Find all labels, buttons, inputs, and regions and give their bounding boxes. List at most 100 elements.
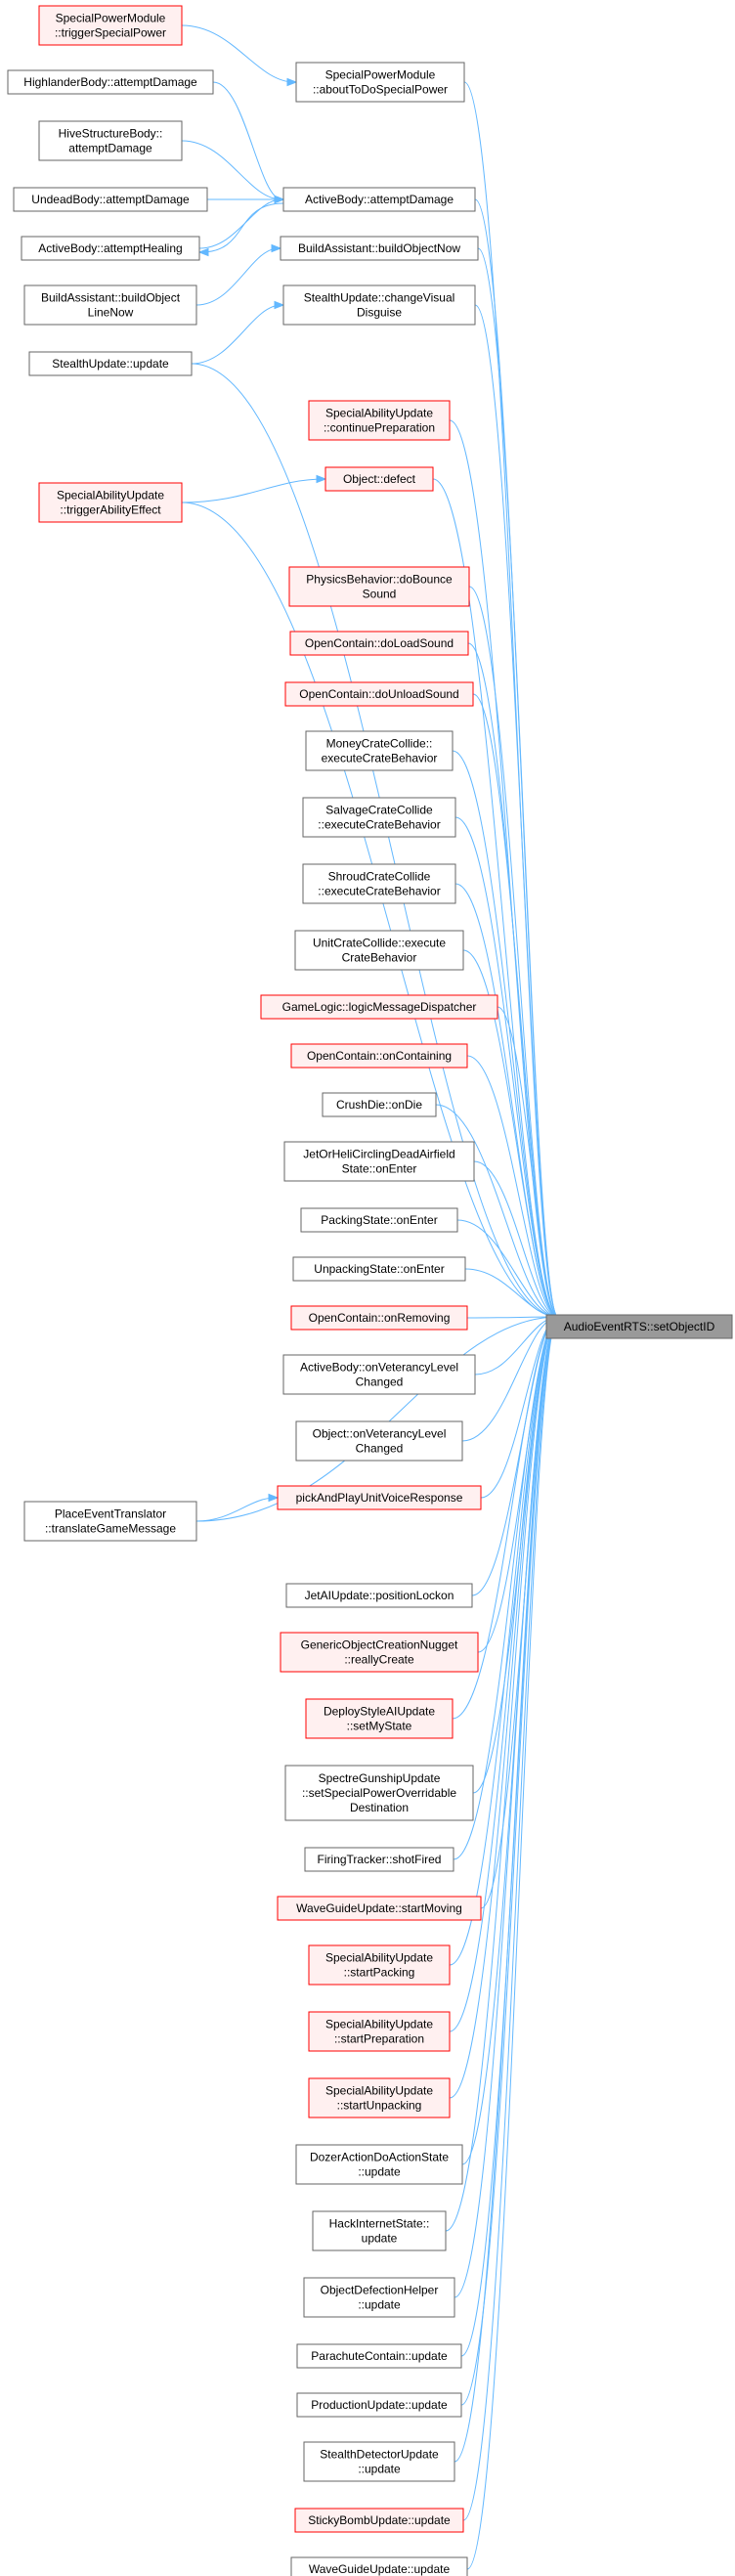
node-box [308,1944,451,1986]
node-label: SpecialAbilityUpdate [325,2018,433,2031]
node-label: UndeadBody::attemptDamage [31,193,190,206]
graph-node[interactable]: HighlanderBody::attemptDamage [7,69,214,95]
edge-line [195,1316,559,1522]
node-label: State::onEnter [342,1162,417,1176]
graph-node[interactable]: ParachuteContain::update [296,2343,462,2369]
node-label: BuildAssistant::buildObject [41,291,181,305]
graph-node[interactable]: GenericObjectCreationNugget::reallyCreat… [280,1632,479,1673]
graph-node[interactable]: SpecialAbilityUpdate::startPacking [308,1944,451,1986]
node-box [296,2392,462,2418]
node-label: ::startUnpacking [337,2099,422,2113]
graph-node[interactable]: WaveGuideUpdate::startMoving [277,1896,482,1921]
graph-node[interactable]: StealthUpdate::update [28,351,193,376]
node-label: ActiveBody::attemptHealing [38,241,182,255]
graph-node[interactable]: Object::defect [324,466,434,492]
node-box [285,1583,473,1608]
graph-node[interactable]: StealthDetectorUpdate::update [303,2441,455,2482]
node-label: JetOrHeliCirclingDeadAirfield [303,1148,454,1161]
focus-node[interactable]: AudioEventRTS::setObjectID [545,1314,733,1339]
node-box [294,930,464,971]
edge-line [181,140,282,200]
node-label: ObjectDefectionHelper [321,2284,439,2297]
graph-node[interactable]: SalvageCrateCollide::executeCrateBehavio… [302,797,456,838]
edge-oc_load-to-focus [467,642,562,1322]
edge-arrowhead [286,77,298,87]
graph-node[interactable]: SpecialPowerModule::triggerSpecialPower [38,5,183,46]
graph-node[interactable]: pickAndPlayUnitVoiceResponse [277,1485,482,1510]
edge-line [463,81,559,1318]
graph-node[interactable]: SpecialPowerModule::aboutToDoSpecialPowe… [295,62,465,103]
node-label: HackInternetState:: [329,2217,430,2231]
edge-line [449,1316,559,2099]
graph-node[interactable]: SpecialAbilityUpdate::startPreparation [308,2011,451,2052]
graph-node[interactable]: SpecialAbilityUpdate::startUnpacking [308,2077,451,2118]
graph-node[interactable]: FiringTracker::shotFired [304,1847,454,1872]
graph-node[interactable]: ProductionUpdate::update [296,2392,462,2418]
graph-node[interactable]: UnpackingState::onEnter [292,1256,466,1282]
edge-parachute-to-focus [460,1312,562,2357]
node-box [260,994,498,1020]
node-box [303,2277,455,2318]
graph-node[interactable]: ActiveBody::attemptDamage [282,187,476,212]
graph-node[interactable]: DeployStyleAIUpdate::setMyState [305,1698,454,1739]
edge-arrowhead [271,243,282,253]
graph-node[interactable]: SpectreGunshipUpdate::setSpecialPowerOve… [284,1765,474,1821]
graph-node[interactable]: UnitCrateCollide::executeCrateBehavior [294,930,464,971]
node-box [290,1043,468,1069]
edge-line [471,1316,559,1596]
node-label: WaveGuideUpdate::update [309,2562,451,2576]
node-label: SpecialAbilityUpdate [325,407,433,420]
edge-line [449,1316,559,2032]
graph-node[interactable]: PackingState::onEnter [300,1207,458,1233]
node-box [282,187,476,212]
node-label: OpenContain::onRemoving [309,1311,451,1325]
node-label: Changed [356,1375,404,1389]
node-label: DeployStyleAIUpdate [324,1705,435,1719]
node-label: pickAndPlayUnitVoiceResponse [296,1491,463,1505]
node-label: ::triggerSpecialPower [55,26,166,40]
graph-node[interactable]: OpenContain::onRemoving [290,1305,468,1331]
graph-node[interactable]: SpecialAbilityUpdate::continuePreparatio… [308,400,451,441]
graph-node[interactable]: PlaceEventTranslator::translateGameMessa… [23,1501,197,1542]
node-label: HighlanderBody::attemptDamage [23,75,197,89]
node-label: ::setMyState [347,1720,412,1733]
graph-node[interactable]: ObjectDefectionHelper::update [303,2277,455,2318]
graph-node[interactable]: OpenContain::doLoadSound [289,631,469,656]
graph-node[interactable]: JetAIUpdate::positionLockon [285,1583,473,1608]
graph-node[interactable]: HiveStructureBody::attemptDamage [38,120,183,161]
graph-node[interactable]: StickyBombUpdate::update [294,2508,464,2533]
graph-node[interactable]: MoneyCrateCollide::executeCrateBehavior [305,730,454,771]
node-label: StealthUpdate::update [52,357,169,371]
node-label: PackingState::onEnter [321,1213,437,1227]
graph-node[interactable]: HackInternetState::update [312,2210,447,2251]
graph-node[interactable]: WaveGuideUpdate::update [290,2556,468,2576]
graph-node[interactable]: OpenContain::doUnloadSound [284,681,474,707]
graph-node[interactable]: GameLogic::logicMessageDispatcher [260,994,498,1020]
edge-line [452,1316,559,1720]
node-label: WaveGuideUpdate::startMoving [296,1901,462,1915]
edge-line [462,1316,559,2521]
graph-node[interactable]: OpenContain::onContaining [290,1043,468,1069]
node-label: AudioEventRTS::setObjectID [564,1320,715,1333]
node-label: ::translateGameMessage [45,1522,176,1536]
edge-production-to-focus [460,1312,562,2406]
graph-node[interactable]: BuildAssistant::buildObjectNow [280,236,479,261]
graph-node[interactable]: ShroudCrateCollide::executeCrateBehavior [302,863,456,904]
node-label: ::setSpecialPowerOverridable [302,1786,456,1800]
node-label: StickyBombUpdate::update [308,2513,451,2527]
graph-node[interactable]: DozerActionDoActionState::update [295,2144,463,2185]
node-label: ActiveBody::onVeterancyLevel [300,1361,458,1375]
graph-node[interactable]: JetOrHeliCirclingDeadAirfieldState::onEn… [283,1141,475,1182]
graph-node[interactable]: UndeadBody::attemptDamage [13,187,208,212]
graph-node[interactable]: CrushDie::onDie [322,1092,437,1117]
graph-node[interactable]: SpecialAbilityUpdate::triggerAbilityEffe… [38,482,183,523]
edge-salvage-to-focus [454,816,562,1322]
edge-line [181,502,559,1318]
graph-node[interactable]: ActiveBody::attemptHealing [21,236,200,261]
node-label: GameLogic::logicMessageDispatcher [282,1000,477,1014]
